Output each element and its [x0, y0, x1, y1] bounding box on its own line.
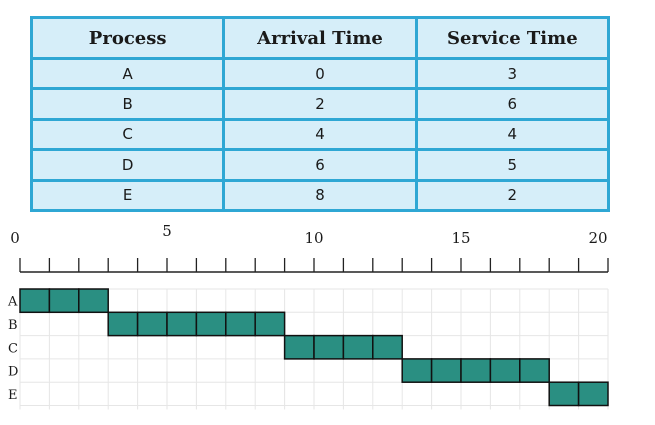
cell-process: B [29, 87, 226, 121]
schedule-bar-b [136, 311, 168, 337]
row-label: A [7, 295, 18, 310]
cell-process: E [29, 178, 226, 213]
schedule-bar-d [460, 358, 492, 383]
cell-service: 5 [414, 148, 611, 182]
cell-arrival: 4 [222, 117, 418, 152]
cell-service: 6 [414, 87, 611, 121]
schedule-bar-b [107, 311, 139, 337]
schedule-bar-c [372, 334, 403, 360]
cell-process: C [29, 117, 226, 152]
table-row: B 2 6 [29, 87, 611, 121]
tick-label: 15 [451, 229, 470, 247]
cell-service: 4 [414, 117, 611, 152]
tick-label: 5 [162, 222, 172, 240]
cell-arrival: 6 [222, 148, 418, 182]
header-arrival-time: Arrival Time [222, 16, 418, 60]
schedule-bar-a [48, 288, 80, 314]
row-label: E [8, 388, 18, 403]
cell-arrival: 8 [222, 178, 418, 213]
row-label: B [8, 318, 18, 333]
header-service-time: Service Time [414, 16, 611, 60]
table-header-row: Process Arrival Time Service Time [29, 16, 611, 60]
cell-service: 3 [414, 56, 611, 91]
process-table: Process Arrival Time Service Time A 0 3 … [29, 16, 611, 213]
row-label: D [8, 365, 18, 380]
cell-process: D [29, 148, 226, 182]
schedule-bar-d [401, 358, 433, 383]
schedule-bar-e [577, 381, 609, 407]
schedule-bar-e [548, 381, 580, 407]
header-process: Process [29, 16, 226, 60]
table-row: C 4 4 [29, 117, 611, 152]
schedule-bar-d [489, 358, 521, 383]
table-row: D 6 5 [29, 148, 611, 182]
tick-label: 20 [588, 229, 607, 247]
schedule-bar-c [283, 334, 315, 360]
cell-arrival: 0 [222, 56, 418, 91]
schedule-bar-d [519, 358, 550, 383]
schedule-bar-b [195, 311, 227, 337]
cell-process: A [29, 56, 226, 91]
cell-arrival: 2 [222, 87, 418, 121]
schedule-bar-a [19, 288, 51, 314]
tick-label: 10 [304, 229, 323, 247]
schedule-bar-d [430, 358, 462, 383]
row-label: C [8, 341, 18, 356]
schedule-bar-b [254, 311, 286, 337]
schedule-bar-b [225, 311, 256, 337]
tick-label: 0 [10, 229, 20, 247]
table-row: A 0 3 [29, 56, 611, 91]
schedule-bar-c [313, 334, 345, 360]
cell-service: 2 [414, 178, 611, 213]
schedule-bar-a [78, 288, 109, 314]
table-row: E 8 2 [29, 178, 611, 213]
schedule-bar-b [166, 311, 198, 337]
schedule-bar-c [342, 334, 374, 360]
